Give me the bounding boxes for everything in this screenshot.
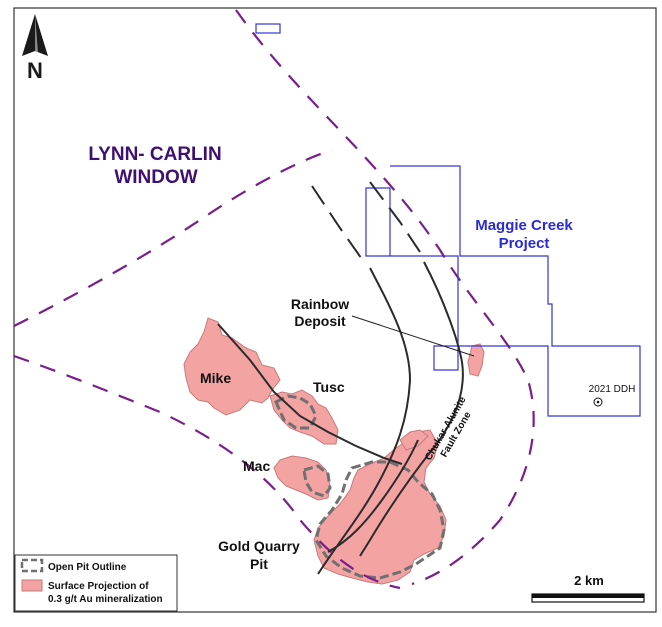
window-label-line1: LYNN- CARLIN bbox=[88, 144, 221, 165]
window-boundary-nw bbox=[13, 148, 333, 327]
ddh-marker-inner bbox=[596, 400, 600, 404]
mike-label: Mike bbox=[200, 370, 231, 386]
scale-bar: 2 km bbox=[531, 573, 645, 603]
tusc-label: Tusc bbox=[313, 379, 345, 395]
legend-minz-label-line2: 0.3 g/t Au mineralization bbox=[48, 594, 163, 605]
rainbow-label-line2: Deposit bbox=[294, 313, 346, 329]
legend-pit-swatch bbox=[20, 558, 44, 573]
maggie-creek-outline bbox=[255, 23, 641, 417]
legend: Open Pit Outline Surface Projection of 0… bbox=[14, 554, 178, 612]
tusc-pit-outline bbox=[274, 394, 318, 430]
legend-minz-swatch bbox=[21, 579, 43, 592]
north-arrow-icon: N bbox=[22, 14, 48, 83]
scale-bar-fill bbox=[532, 594, 644, 598]
gold-quarry-north-lobe bbox=[399, 429, 429, 451]
small-claim-block bbox=[255, 23, 281, 34]
faults bbox=[217, 181, 464, 575]
fault-middle-dashed bbox=[369, 181, 425, 259]
fault-west-dashed bbox=[311, 185, 365, 263]
gold-quarry-label-line2: Pit bbox=[250, 556, 268, 572]
fault-mike-tusc bbox=[217, 323, 403, 465]
legend-box bbox=[14, 554, 178, 612]
project-label-line1: Maggie Creek bbox=[475, 217, 573, 234]
fault-gq-branch bbox=[327, 439, 419, 553]
legend-pit-label: Open Pit Outline bbox=[48, 562, 127, 573]
fault-west bbox=[317, 267, 412, 575]
mac-body bbox=[273, 455, 331, 501]
mac-pit-outline bbox=[302, 464, 332, 498]
rainbow-label-line1: Rainbow bbox=[291, 296, 349, 312]
ddh-label: 2021 DDH bbox=[589, 384, 636, 395]
window-boundary-sw bbox=[13, 354, 401, 590]
mike-body bbox=[183, 317, 281, 416]
window-label-line2: WINDOW bbox=[114, 167, 197, 188]
mac-label: Mac bbox=[243, 458, 270, 474]
window-boundary bbox=[13, 9, 535, 590]
north-arrow-letter: N bbox=[27, 58, 43, 83]
fault-east bbox=[359, 261, 464, 557]
mineralization-bodies bbox=[183, 317, 485, 585]
rainbow-body bbox=[467, 343, 485, 377]
gold-quarry-label-line1: Gold Quarry bbox=[218, 538, 300, 554]
rainbow-leader-line bbox=[351, 315, 475, 357]
north-arrow-highlight bbox=[35, 14, 38, 52]
scale-bar-label: 2 km bbox=[574, 573, 604, 588]
legend-minz-label-line1: Surface Projection of bbox=[48, 581, 149, 592]
project-label-line2: Project bbox=[499, 235, 550, 252]
maggie-creek-boundary bbox=[365, 165, 641, 417]
